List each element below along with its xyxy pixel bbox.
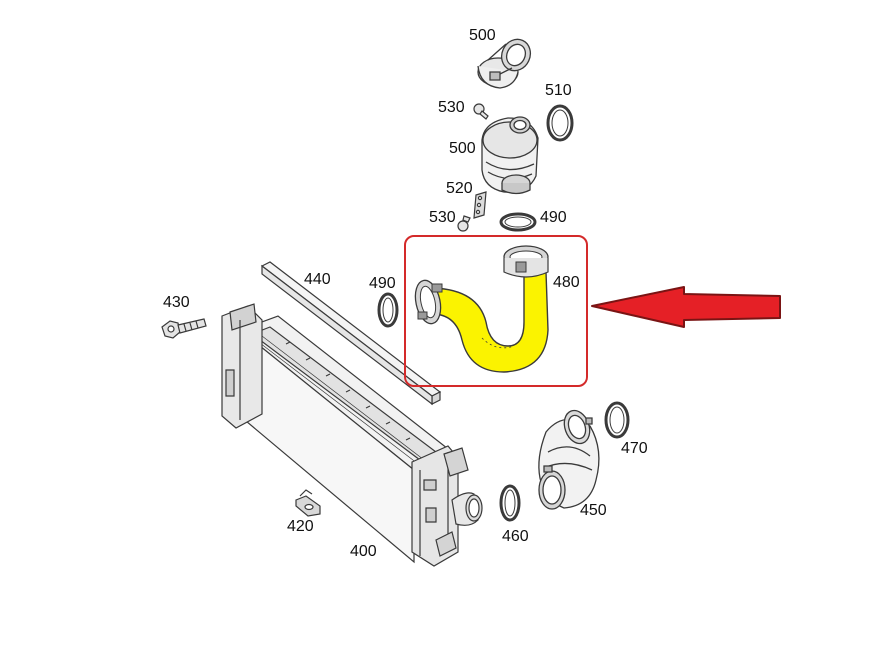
highlight-frame [404, 235, 588, 387]
part-500-upper-elbow [478, 35, 535, 88]
label-440: 440 [304, 271, 331, 288]
label-400: 400 [350, 543, 377, 560]
label-460: 460 [502, 528, 529, 545]
label-470: 470 [621, 440, 648, 457]
part-480-u-hose-highlighted [412, 246, 548, 372]
part-450-elbow-hose [539, 407, 599, 509]
part-440-strip [262, 262, 440, 404]
label-450: 450 [580, 502, 607, 519]
part-430-bolt [162, 319, 206, 338]
label-510: 510 [545, 82, 572, 99]
part-490-o-ring-upper [501, 214, 535, 230]
label-530-lower: 530 [429, 209, 456, 226]
part-530-bolt-lower [458, 216, 470, 231]
part-500-lower-housing [482, 117, 538, 194]
part-490-o-ring-left [379, 294, 397, 326]
arrow-left-icon [591, 286, 781, 328]
label-430: 430 [163, 294, 190, 311]
part-420-clip [296, 490, 320, 516]
label-420: 420 [287, 518, 314, 535]
hose-480-body [432, 270, 548, 372]
label-530-upper: 530 [438, 99, 465, 116]
label-500-lower: 500 [449, 140, 476, 157]
label-480: 480 [553, 274, 580, 291]
part-510-o-ring [548, 106, 572, 140]
part-520-bracket [474, 192, 486, 218]
label-500-upper: 500 [469, 27, 496, 44]
part-460-o-ring [501, 486, 519, 520]
part-400-intercooler [222, 304, 482, 566]
part-470-o-ring [606, 403, 628, 437]
part-530-bolt-upper [474, 104, 488, 119]
label-520: 520 [446, 180, 473, 197]
label-490-left: 490 [369, 275, 396, 292]
label-490-upper: 490 [540, 209, 567, 226]
